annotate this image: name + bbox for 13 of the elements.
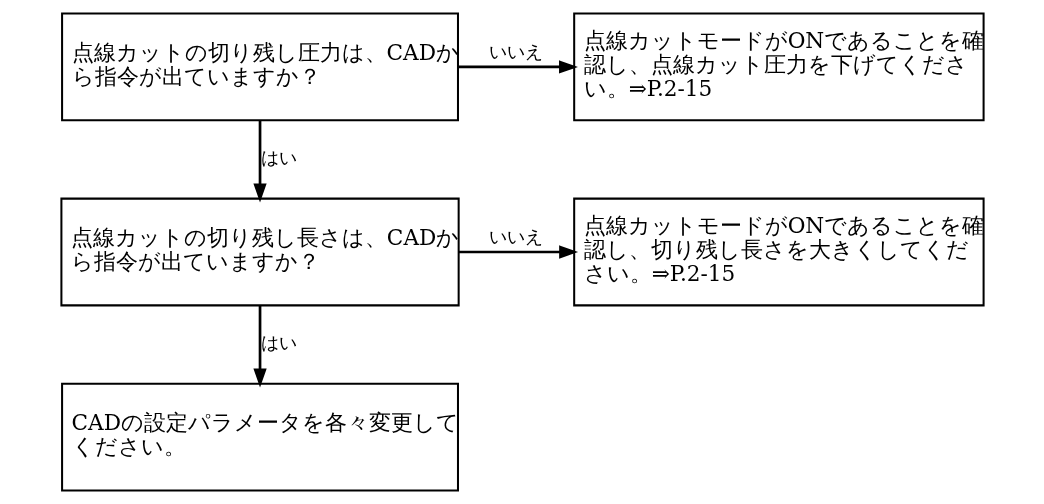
arrow — [252, 305, 267, 388]
edge-label: いいえ — [488, 41, 543, 62]
edge-label: いいえ — [488, 227, 543, 248]
arrow — [252, 120, 267, 203]
edge-label: はい — [260, 333, 297, 354]
node-box: 点線カットモードがONであることを確認し、点線カット圧力を下げてください。⇒P.2-15 — [572, 12, 985, 122]
arrow — [458, 245, 578, 259]
node-box: CADの設定パラメータを各々変更してください。 — [60, 382, 459, 492]
node-box: 点線カットの切り残し圧力は、CADから指令が出ていますか？ — [60, 12, 459, 122]
edge-label: はい — [260, 148, 297, 169]
node-box: 点線カットの切り残し長さは、CADから指令が出ていますか？ — [59, 197, 460, 307]
arrow — [457, 60, 578, 74]
node-box: 点線カットモードがONであることを確認し、切り残し長さを大きくしてください。⇒P.2-15 — [572, 197, 985, 307]
